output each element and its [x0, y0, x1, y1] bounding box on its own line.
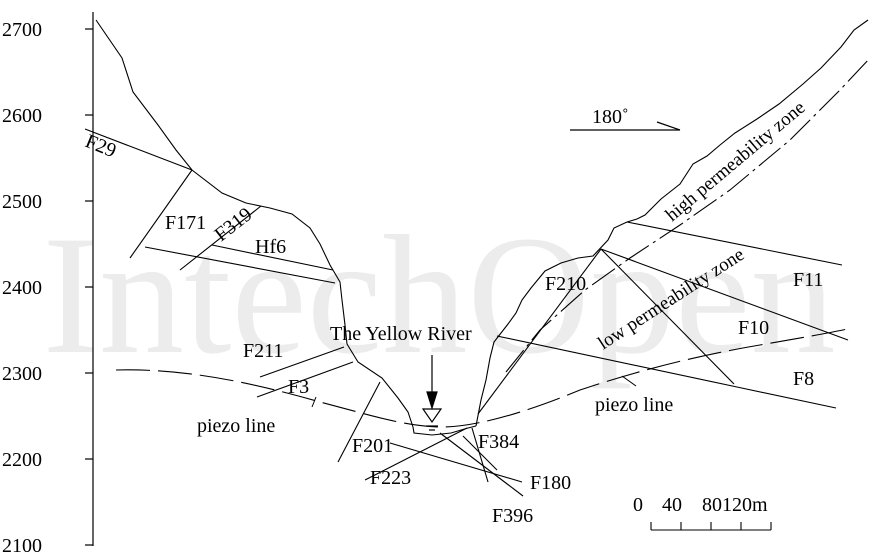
fault-label-F3: F3	[288, 376, 309, 398]
tick-label: 2200	[2, 449, 42, 471]
fault-line-F210	[477, 248, 602, 415]
tick-label: 2600	[2, 105, 42, 127]
tick-label: 2300	[2, 363, 42, 385]
fault-label-F10: F10	[738, 317, 769, 339]
fault-label-F8: F8	[793, 368, 814, 390]
tick-label: 2400	[2, 277, 42, 299]
fault-line-F171	[129, 169, 193, 259]
piezo-leader-left	[311, 396, 317, 408]
fault-line-F8-zone	[600, 248, 735, 385]
valley-floor	[412, 425, 477, 436]
fault-line-Hf6-b	[211, 244, 334, 271]
scale-bar	[650, 522, 772, 531]
elevation-axis	[85, 12, 94, 546]
fault-line-F8	[496, 335, 837, 409]
fault-line-F223	[364, 427, 468, 481]
fault-line-F211	[259, 346, 345, 378]
scale-label: 40	[662, 494, 682, 516]
fault-label-F396: F396	[492, 505, 533, 527]
piezo-line	[115, 327, 853, 428]
fault-label-F223: F223	[370, 467, 411, 489]
fault-line-F29	[84, 128, 193, 171]
permeability-boundary	[505, 57, 871, 373]
fault-line-Hf6-a	[144, 246, 336, 284]
fault-line-F396	[439, 432, 524, 497]
fault-label-F11: F11	[793, 269, 823, 291]
fault-line-F11	[626, 221, 843, 266]
tick-label: 2100	[2, 535, 42, 554]
tick-label: 2500	[2, 191, 42, 213]
piezo-leader-right	[621, 375, 637, 387]
river-marker	[421, 355, 443, 431]
watermark: IntechOpen	[43, 201, 836, 389]
fault-line-F10	[600, 248, 849, 341]
scale-label: 80	[702, 494, 722, 516]
fault-line-F396-low	[462, 435, 498, 471]
fault-line-F180	[389, 442, 523, 483]
fault-label-F171: F171	[165, 212, 206, 234]
fault-label-F384: F384	[478, 431, 519, 453]
fault-label-Hf6: Hf6	[255, 236, 286, 258]
piezo-label-left: piezo line	[197, 415, 275, 437]
fault-line-F319	[179, 205, 262, 271]
tick-label: 2700	[2, 19, 42, 41]
fault-label-F210: F210	[545, 273, 586, 295]
fault-label-F180: F180	[530, 472, 571, 494]
fault-line-F3	[256, 361, 354, 398]
fault-lines	[84, 128, 849, 497]
fault-label-F201: F201	[352, 435, 393, 457]
elevation-tick-labels: 2700 2600 2500 2400 2300 2200 2100	[2, 19, 42, 554]
direction-label: 180˚	[592, 106, 629, 128]
fault-line-F384	[471, 427, 489, 483]
fault-label-F29: F29	[82, 130, 119, 162]
fault-label-F211: F211	[243, 340, 283, 362]
left-valley-slope	[95, 19, 414, 428]
scale-label: 0	[633, 494, 643, 516]
piezo-label-right: piezo line	[595, 394, 673, 416]
scale-label: 120m	[722, 494, 768, 516]
fault-line-F201	[337, 381, 381, 463]
scale-bar-labels: 0 40 80 120m	[633, 494, 768, 516]
river-label: The Yellow River	[330, 323, 472, 345]
direction-arrow	[570, 121, 681, 131]
